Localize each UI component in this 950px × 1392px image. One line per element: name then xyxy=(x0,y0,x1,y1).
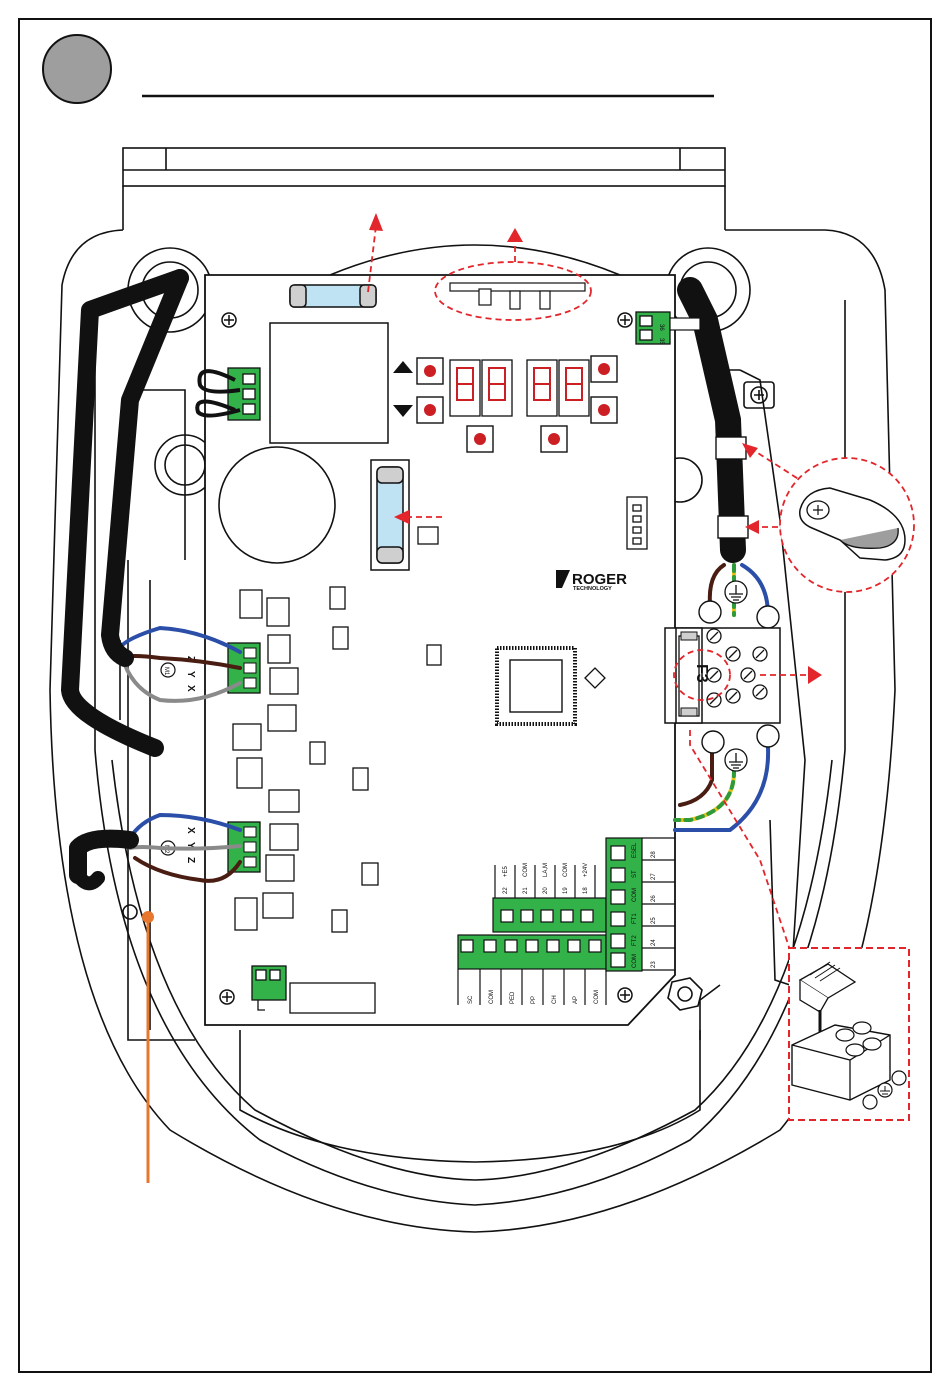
button-left xyxy=(474,433,486,445)
term-18-num: 18 xyxy=(583,887,589,894)
term-pp-label: PP xyxy=(531,996,537,1004)
terminal-36: 36 xyxy=(658,324,664,331)
terminal-block-detail xyxy=(789,948,909,1120)
brand-sub: TECHNOLOGY xyxy=(573,586,612,592)
term-sc-label: SC xyxy=(468,995,474,1004)
orange-leader xyxy=(142,911,154,1183)
cable-clamp-detail xyxy=(780,458,914,592)
motor-bottom-z: Z xyxy=(185,857,196,863)
button-down xyxy=(424,404,436,416)
term-26-label: COM xyxy=(632,888,638,902)
term-18-label: +24V xyxy=(583,863,589,877)
button-bottom-right xyxy=(598,404,610,416)
term-27-num: 27 xyxy=(651,873,657,880)
button-top-right xyxy=(598,363,610,375)
step-number-circle xyxy=(43,35,111,103)
term-27-label: ST xyxy=(632,870,638,878)
cable-stub-bottom-left xyxy=(78,875,98,883)
motor-bottom-x: X xyxy=(185,827,196,834)
motor-top-capacitor-label: M1 xyxy=(163,667,169,676)
term-19-num: 19 xyxy=(563,887,569,894)
terminal-35: 35 xyxy=(658,338,664,345)
term-com-a-label: COM xyxy=(489,990,495,1004)
motor-top-y: Y xyxy=(185,671,196,678)
term-26-num: 26 xyxy=(651,895,657,902)
term-22-label: +E5 xyxy=(503,865,509,877)
motor-cables-left xyxy=(70,278,180,875)
term-24-label: FT2 xyxy=(632,935,638,946)
transformer xyxy=(270,323,388,443)
term-com-b-label: COM xyxy=(594,990,600,1004)
aux-connector xyxy=(627,497,647,549)
capacitor xyxy=(219,447,335,563)
term-21-label: COM xyxy=(523,863,529,877)
term-25-label: FT1 xyxy=(632,913,638,924)
term-22-num: 22 xyxy=(503,887,509,894)
term-ch-label: CH xyxy=(552,995,558,1004)
term-20-label: LA,M xyxy=(543,863,549,877)
term-21-num: 21 xyxy=(523,887,529,894)
term-ped-label: PED xyxy=(510,991,516,1004)
top-fuse xyxy=(290,285,376,307)
button-up xyxy=(424,365,436,377)
term-20-num: 20 xyxy=(543,887,549,894)
antenna-terminal: 36 35 xyxy=(636,312,670,345)
button-right xyxy=(548,433,560,445)
term-28-num: 28 xyxy=(651,851,657,858)
term-24-num: 24 xyxy=(651,939,657,946)
term-19-label: COM xyxy=(563,863,569,877)
term-ap-label: AP xyxy=(573,996,579,1004)
motor-top-x: X xyxy=(185,685,196,692)
term-23-num: 23 xyxy=(651,961,657,968)
term-25-num: 25 xyxy=(651,917,657,924)
term-28-label: ESEL xyxy=(632,842,638,858)
term-23-label: COM xyxy=(632,954,638,968)
